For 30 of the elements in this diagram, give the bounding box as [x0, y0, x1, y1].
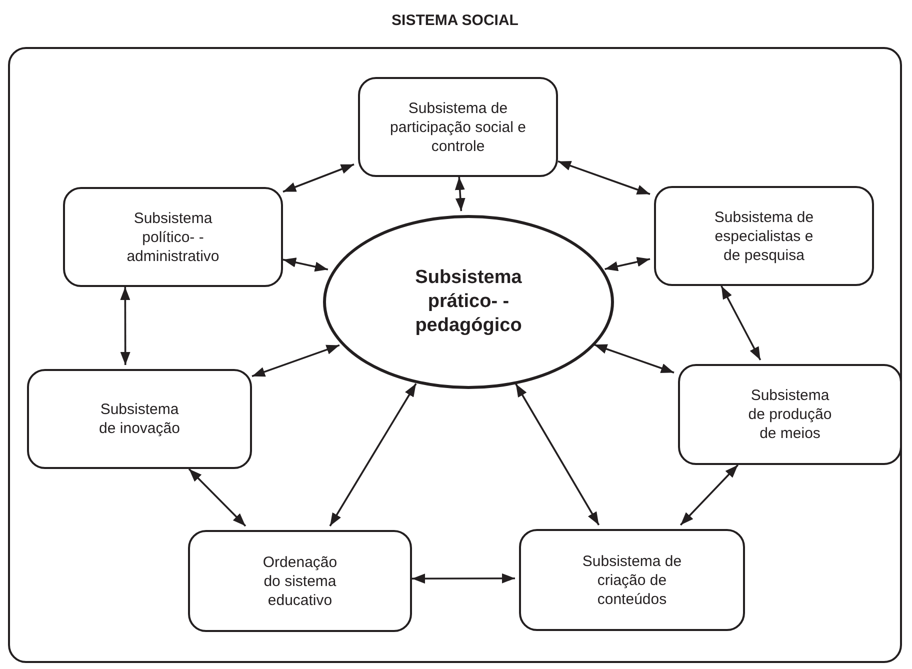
double-arrow	[515, 383, 600, 526]
double-arrow	[188, 468, 246, 527]
double-arrow	[120, 287, 130, 365]
process-box	[63, 187, 283, 287]
double-arrow	[720, 286, 762, 360]
double-arrow	[558, 160, 650, 195]
double-arrow	[604, 256, 650, 272]
node-label: Subsistema de especialistas e de pesquisa	[713, 208, 815, 264]
process-box	[519, 529, 745, 631]
double-arrow	[282, 258, 328, 272]
double-arrow	[454, 176, 466, 212]
process-box	[678, 364, 902, 465]
process-box	[188, 530, 412, 632]
double-arrow	[680, 464, 739, 526]
double-arrow	[594, 344, 674, 374]
process-box	[358, 77, 558, 177]
node-label: Ordenação do sistema educativo	[262, 552, 338, 610]
node-label: Subsistema de produção de meios	[747, 386, 833, 443]
double-arrow	[412, 573, 515, 584]
node-label: Subsistema de criação de conteúdos	[581, 552, 683, 608]
double-arrow	[282, 164, 354, 193]
node-label: Subsistema político- -administrativo	[126, 208, 220, 266]
double-arrow	[329, 383, 417, 526]
node-label: Subsistema de participação social e controle	[389, 98, 527, 156]
node-label: Subsistema de inovação	[98, 400, 181, 438]
double-arrow	[252, 344, 340, 378]
process-box	[27, 369, 252, 469]
node-label: Subsistema prático- -pedagógico	[414, 266, 523, 338]
process-box	[654, 186, 874, 286]
node-label: SISTEMA SOCIAL	[390, 12, 520, 29]
